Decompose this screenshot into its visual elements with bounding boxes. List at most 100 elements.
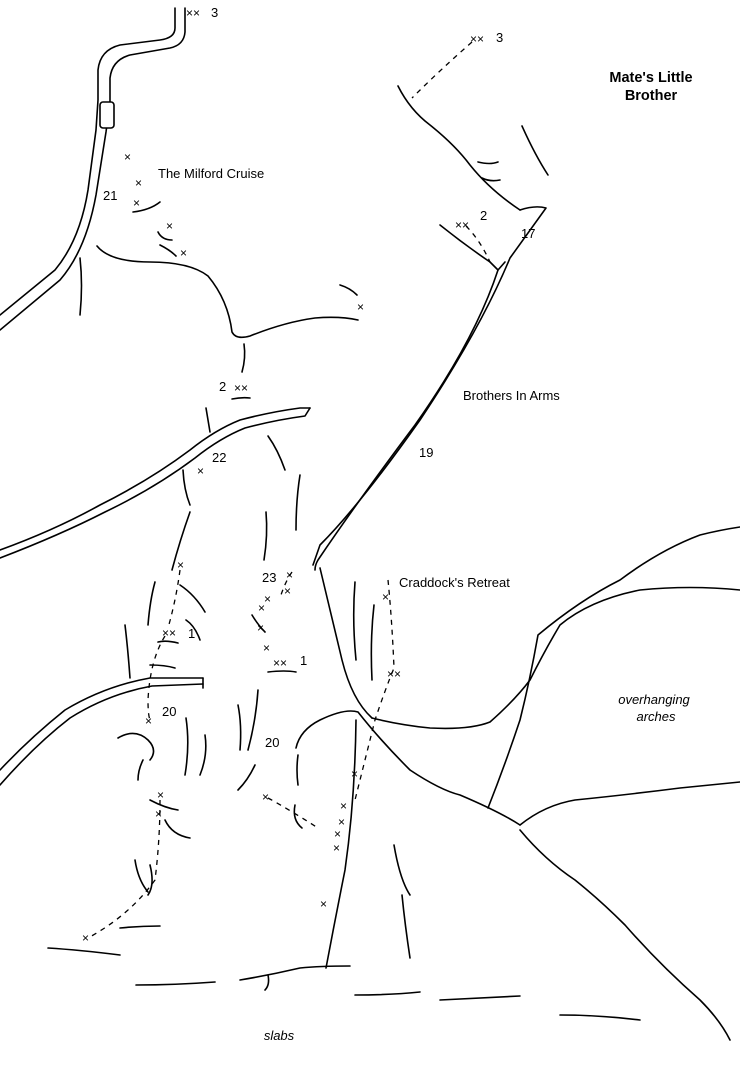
belay-left-1: ××: [162, 626, 176, 640]
milford-overlap: [339, 284, 358, 296]
pillar-crack-d: [124, 624, 131, 679]
number-23: 23: [262, 570, 276, 585]
bolt-milford-1: ×: [124, 150, 131, 164]
bolt-low-b: ×: [155, 807, 162, 821]
ledge-block: [99, 101, 115, 129]
mid-crack-b: [205, 407, 211, 433]
number-top-left-3: 3: [211, 5, 218, 20]
number-1-left: 1: [188, 626, 195, 641]
slab-line-h: [264, 974, 270, 991]
bolt-23-f: ×: [263, 641, 270, 655]
central-crack-e: [296, 754, 299, 786]
belay-mid-2: ××: [234, 381, 248, 395]
route-mid-low: [267, 797, 319, 829]
bolt-bottom-left: ×: [82, 931, 89, 945]
craddock-crack-a: [352, 581, 357, 661]
belay-top-left: ××: [186, 6, 200, 20]
route-craddock: [354, 579, 395, 801]
central-crack-d: [237, 764, 256, 791]
mid-crack-g: [263, 511, 268, 561]
buttress-crack-f: [147, 864, 153, 896]
route-left-down: [147, 635, 166, 721]
mid-ledge-2: [231, 396, 251, 400]
buttress-crack-b: [137, 759, 144, 781]
buttress-flake-a: [149, 799, 179, 811]
mid-crack-e: [182, 469, 191, 506]
slab-line-e: [354, 991, 421, 996]
route-left-low: [87, 799, 161, 939]
buttress-crack-d: [199, 734, 207, 776]
route-name-craddocks-retreat: Craddock's Retreat: [399, 575, 510, 590]
bolt-central-b: ×: [340, 799, 347, 813]
mid-crack-f: [171, 511, 191, 571]
low-ledge-upper: [0, 677, 204, 771]
central-crack-c: [237, 704, 242, 751]
bolt-23-d: ×: [258, 601, 265, 615]
bolt-22: ×: [197, 464, 204, 478]
slab-line-d: [239, 965, 351, 981]
number-20-mid: 20: [265, 735, 279, 750]
brothers-outer: [312, 206, 547, 566]
bolt-23-b: ×: [284, 584, 291, 598]
arches-upper: [371, 586, 740, 730]
tr-ledge: [397, 85, 521, 211]
title-line-2: Brother: [625, 88, 678, 104]
central-buttress-right-a: [393, 844, 411, 896]
number-2-mid: 2: [219, 379, 226, 394]
route-23: [279, 571, 293, 599]
number-19: 19: [419, 445, 433, 460]
bolt-low-a: ×: [157, 788, 164, 802]
bolt-milford-4: ×: [166, 219, 173, 233]
pillar-flake-a: [149, 664, 176, 669]
bolt-craddock-a: ×: [382, 590, 389, 604]
slab-line-b: [119, 925, 161, 929]
central-buttress-right-b: [401, 894, 411, 959]
central-flake-a: [267, 670, 297, 673]
slab-line-c: [135, 981, 216, 986]
bolt-milford-2: ×: [135, 176, 142, 190]
bolt-left-a: ×: [177, 558, 184, 572]
arches-middle: [487, 526, 740, 809]
craddock-crack-b: [370, 604, 375, 681]
bolt-central-f: ×: [320, 897, 327, 911]
central-buttress-left: [325, 719, 357, 969]
slab-line-g: [559, 1014, 641, 1021]
milford-ledge-lower: [96, 245, 359, 339]
arches-lower: [519, 781, 740, 826]
milford-flake-a: [157, 231, 173, 241]
pillar-crack-b: [179, 584, 206, 613]
central-crack-a: [251, 614, 266, 633]
central-crack-f: [293, 804, 303, 829]
number-22: 22: [212, 450, 226, 465]
number-20-left: 20: [162, 704, 176, 719]
central-crack-b: [247, 689, 259, 751]
route-name-brothers-in-arms: Brothers In Arms: [463, 388, 560, 403]
title-line-1: Mate's Little: [609, 70, 692, 86]
route-numbers: 3 3 2 17 21 2 19 22 23 1 1 20 20: [103, 5, 535, 750]
bolt-23-e: ×: [257, 621, 264, 635]
brothers-connector: [489, 261, 506, 271]
milford-flake-b: [159, 244, 177, 257]
bolt-markers: ×× ×× ×× × × × × × × ×× × × × × × × × ××…: [82, 6, 484, 945]
belay-mid-1: ××: [273, 656, 287, 670]
pillar-ledge-a: [157, 640, 179, 644]
area-overhanging: overhanging: [618, 692, 690, 707]
route-right-2: [465, 225, 491, 263]
belay-top-right: ××: [470, 32, 484, 46]
area-slabs: slabs: [264, 1028, 295, 1043]
bolt-milford-6: ×: [357, 300, 364, 314]
buttress-crack-c: [184, 717, 189, 776]
left-ledge-outer: [0, 7, 176, 316]
topo-title: Mate's Little Brother: [609, 70, 692, 104]
bolt-central-d: ×: [334, 827, 341, 841]
route-lines: [87, 41, 491, 939]
bolt-23-a: ×: [286, 568, 293, 582]
arches-base: [519, 829, 731, 1041]
bolt-central-a: ×: [351, 767, 358, 781]
route-names: The Milford Cruise Brothers In Arms Crad…: [158, 166, 560, 590]
bolt-low-c: ×: [262, 790, 269, 804]
number-21: 21: [103, 188, 117, 203]
mid-crack-a: [241, 343, 246, 373]
pillar-crack-a: [147, 581, 156, 626]
